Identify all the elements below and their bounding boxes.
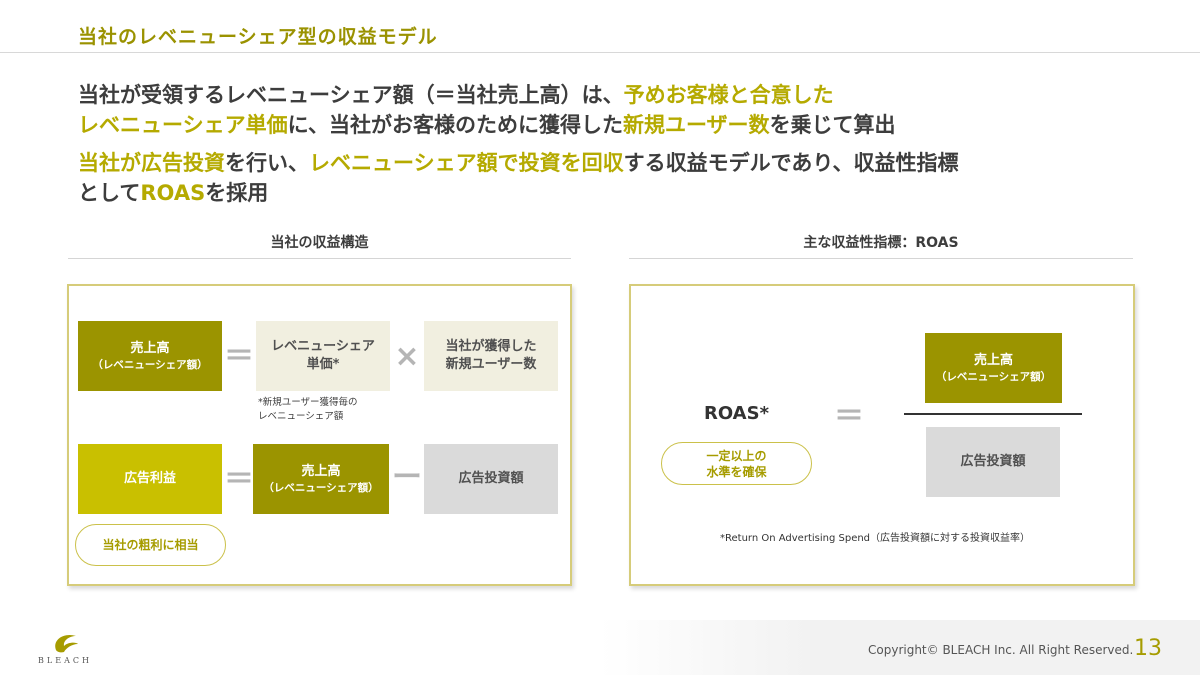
lead-2-text: する収益モデルであり、収益性指標 [623, 151, 959, 175]
unit-price-box: レベニューシェア 単価* [256, 321, 390, 391]
unit-price-label: レベニューシェア [271, 339, 375, 354]
revenue-label: 売上高 [130, 340, 170, 356]
new-users-label: 当社が獲得した [445, 339, 537, 354]
new-users-label: 新規ユーザー数 [445, 357, 537, 372]
unit-price-footnote: *新規ユーザー獲得毎の レベニューシェア額 [258, 396, 358, 424]
left-section-divider [68, 258, 571, 259]
lead-1-highlight: 予めお客様と合意した [623, 83, 834, 107]
threshold-pill: 一定以上の 水準を確保 [661, 442, 812, 485]
lead-2-highlight: 当社が広告投資 [78, 151, 225, 175]
revenue-sublabel: （レベニューシェア額） [92, 358, 208, 371]
footnote-line: *新規ユーザー獲得毎の [258, 397, 358, 408]
gross-profit-pill: 当社の粗利に相当 [75, 524, 226, 566]
times-operator: × [394, 339, 420, 374]
right-section-divider [629, 258, 1133, 259]
lead-2-highlight: レベニューシェア額で投資を回収 [309, 151, 624, 175]
pill-line: 一定以上の [706, 448, 767, 463]
lead-1-highlight: レベニューシェア単価 [78, 113, 288, 137]
revenue-box: 売上高 （レベニューシェア額） [253, 444, 389, 514]
footnote-line: レベニューシェア額 [258, 411, 344, 422]
numerator-sublabel: （レベニューシェア額） [935, 370, 1052, 383]
page-number: 13 [1134, 636, 1162, 661]
lead-paragraph-2: 当社が広告投資を行い、レベニューシェア額で投資を回収する収益モデルであり、収益性… [78, 148, 959, 208]
lead-2-highlight: ROAS [140, 181, 206, 205]
roas-numerator-box: 売上高 （レベニューシェア額） [925, 333, 1062, 403]
lead-paragraph-1: 当社が受領するレベニューシェア額（＝当社売上高）は、予めお客様と合意した レベニ… [78, 80, 896, 140]
ad-profit-box: 広告利益 [78, 444, 222, 514]
bleach-logo: BLEACH [30, 628, 100, 668]
lead-1-line-2: レベニューシェア単価に、当社がお客様のために獲得した新規ユーザー数を乗じて算出 [78, 110, 896, 140]
fraction-line [904, 413, 1082, 415]
logo-wordmark: BLEACH [38, 656, 92, 665]
lead-2-line-2: としてROASを採用 [78, 178, 959, 208]
lead-2-text: を行い、 [225, 151, 309, 175]
left-section-title: 当社の収益構造 [270, 235, 369, 251]
equals-operator: ＝ [224, 339, 254, 374]
lead-2-line-1: 当社が広告投資を行い、レベニューシェア額で投資を回収する収益モデルであり、収益性… [78, 148, 959, 178]
lead-1-text: に、当社がお客様のために獲得した [287, 113, 623, 137]
equals-operator: ＝ [224, 462, 254, 497]
copyright-text: Copyright© BLEACH Inc. All Right Reserve… [868, 643, 1134, 657]
lead-2-text: として [78, 181, 141, 205]
ad-investment-box: 広告投資額 [424, 444, 558, 514]
roas-footnote: *Return On Advertising Spend（広告投資額に対する投資… [720, 533, 1031, 544]
lead-1-line-1: 当社が受領するレベニューシェア額（＝当社売上高）は、予めお客様と合意した [78, 80, 896, 110]
pill-line: 水準を確保 [706, 464, 767, 479]
roas-label: ROAS* [704, 403, 769, 424]
lead-1-text: 当社が受領するレベニューシェア額（＝当社売上高）は、 [78, 83, 624, 107]
right-section-title: 主な収益性指標：ROAS [803, 235, 959, 251]
page-title: 当社のレベニューシェア型の収益モデル [78, 26, 438, 48]
revenue-sublabel: （レベニューシェア額） [263, 481, 379, 494]
numerator-label: 売上高 [973, 352, 1013, 368]
title-divider [0, 52, 1200, 53]
unit-price-label: 単価* [306, 357, 340, 372]
equals-operator: ＝ [834, 399, 864, 434]
lead-2-text: を採用 [205, 181, 269, 205]
bleach-logo-icon [55, 634, 78, 653]
lead-1-text: を乗じて算出 [769, 113, 896, 137]
roas-denominator-box: 広告投資額 [926, 427, 1060, 497]
footer-band [600, 620, 1200, 675]
new-users-box: 当社が獲得した 新規ユーザー数 [424, 321, 558, 391]
minus-operator: ー [392, 460, 422, 495]
revenue-box: 売上高 （レベニューシェア額） [78, 321, 222, 391]
lead-1-highlight: 新規ユーザー数 [622, 113, 770, 137]
revenue-label: 売上高 [301, 463, 341, 479]
